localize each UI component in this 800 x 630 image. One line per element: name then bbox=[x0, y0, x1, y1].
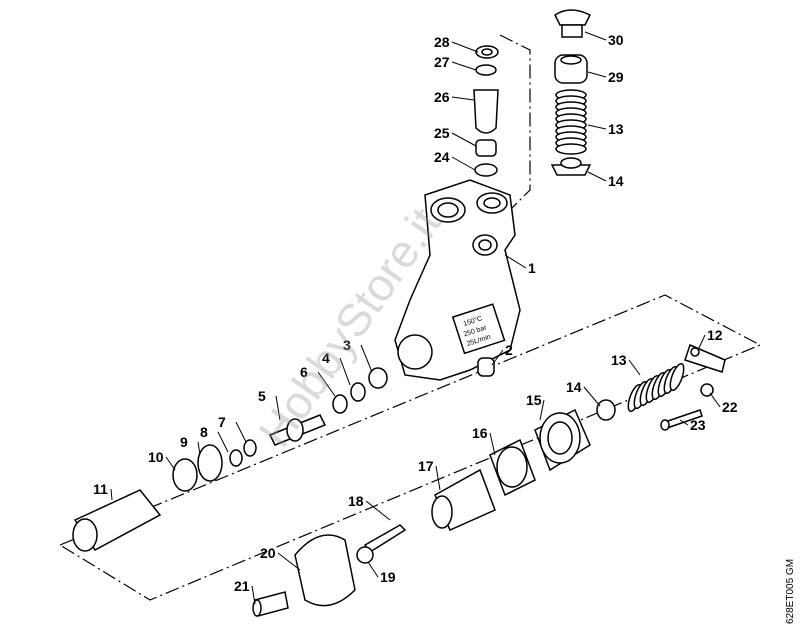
leader-line bbox=[317, 371, 336, 397]
part-label-17: 17 bbox=[418, 458, 434, 474]
leader-line bbox=[584, 31, 607, 41]
part-label-29: 29 bbox=[608, 69, 624, 85]
leader-line bbox=[628, 359, 641, 376]
leader-line bbox=[539, 399, 545, 421]
leader-line bbox=[451, 96, 475, 101]
leader-line bbox=[451, 132, 477, 147]
leader-line bbox=[451, 41, 479, 53]
part-label-7: 7 bbox=[218, 414, 226, 430]
part-label-23: 23 bbox=[690, 417, 706, 433]
leader-line bbox=[435, 465, 441, 491]
leader-line bbox=[217, 431, 229, 453]
leader-line bbox=[697, 334, 706, 351]
leader-line bbox=[451, 61, 477, 71]
part-label-11: 11 bbox=[93, 481, 108, 497]
leader-line bbox=[491, 349, 504, 366]
part-label-4: 4 bbox=[322, 350, 330, 366]
part-label-3: 3 bbox=[343, 337, 351, 353]
leader-line bbox=[251, 585, 256, 605]
part-label-2: 2 bbox=[505, 342, 513, 358]
part-label-6: 6 bbox=[300, 364, 308, 380]
part-label-16: 16 bbox=[472, 425, 488, 441]
leader-line bbox=[235, 421, 247, 443]
leader-line bbox=[489, 432, 496, 456]
part-label-10: 10 bbox=[148, 449, 164, 465]
part-label-27: 27 bbox=[434, 54, 450, 70]
drawing-code: 628ET005 GM bbox=[785, 558, 796, 624]
part-label-28: 28 bbox=[434, 34, 450, 50]
leader-line bbox=[110, 488, 113, 501]
part-label-14: 14 bbox=[566, 379, 582, 395]
part-label-22: 22 bbox=[722, 399, 738, 415]
part-label-13: 13 bbox=[611, 352, 627, 368]
leader-line bbox=[277, 552, 301, 571]
part-label-8: 8 bbox=[200, 424, 208, 440]
leader-line bbox=[504, 254, 527, 269]
leader-line bbox=[583, 386, 601, 407]
part-label-18: 18 bbox=[348, 493, 364, 509]
part-label-21: 21 bbox=[234, 578, 250, 594]
leader-line bbox=[587, 171, 607, 182]
leader-line bbox=[587, 124, 607, 130]
part-label-13: 13 bbox=[608, 121, 624, 137]
leader-line bbox=[275, 395, 281, 421]
part-label-1: 1 bbox=[528, 260, 536, 276]
leader-line bbox=[360, 344, 373, 373]
leader-line bbox=[367, 561, 379, 578]
parts: 150°C250 bar25L/min bbox=[72, 9, 726, 617]
leader-line bbox=[451, 156, 476, 171]
part-label-9: 9 bbox=[180, 434, 188, 450]
part-label-15: 15 bbox=[526, 392, 542, 408]
leader-line bbox=[365, 500, 391, 521]
leader-line bbox=[165, 456, 176, 471]
leader-lines bbox=[110, 31, 721, 605]
leader-line bbox=[339, 357, 351, 386]
part-label-5: 5 bbox=[258, 388, 266, 404]
part-label-14: 14 bbox=[608, 173, 624, 189]
part-label-19: 19 bbox=[380, 569, 396, 585]
leader-line bbox=[587, 71, 607, 78]
leader-line bbox=[709, 392, 721, 408]
leader-line bbox=[679, 419, 689, 426]
part-label-20: 20 bbox=[260, 545, 276, 561]
part-number-labels: 2827262524302913141212131422231516171820… bbox=[93, 32, 738, 594]
part-label-25: 25 bbox=[434, 125, 450, 141]
leader-line bbox=[197, 441, 201, 456]
part-label-30: 30 bbox=[608, 32, 624, 48]
part-label-24: 24 bbox=[434, 149, 450, 165]
part-label-26: 26 bbox=[434, 89, 450, 105]
assembly-dash-lines bbox=[59, 34, 762, 601]
part-label-12: 12 bbox=[707, 327, 723, 343]
